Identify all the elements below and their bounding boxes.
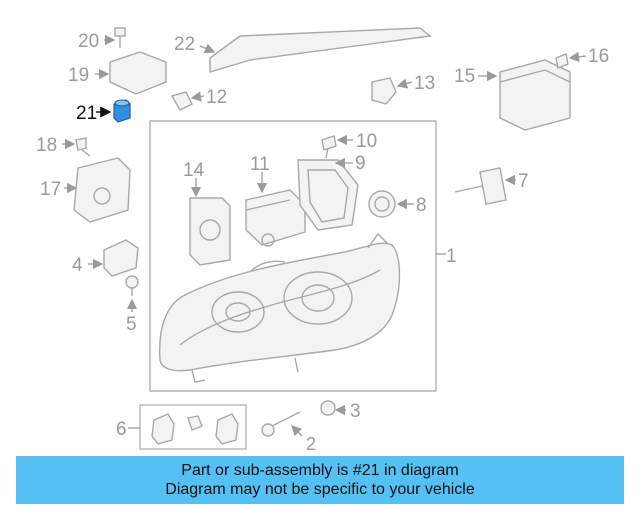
callout-10: 10 [356, 131, 377, 152]
callout-21: 21 [76, 103, 97, 124]
callout-18: 18 [36, 135, 57, 156]
part-10-screw [321, 134, 353, 159]
headlamp-housing [158, 242, 401, 372]
callout-8: 8 [416, 195, 427, 216]
part-8-cap [368, 190, 414, 218]
callout-3: 3 [350, 401, 361, 422]
callout-12: 12 [206, 87, 227, 108]
callout-11: 11 [250, 154, 270, 175]
callout-19: 19 [68, 65, 89, 86]
assembly-frame [149, 120, 437, 392]
part-6-kit [128, 404, 247, 450]
part-12-cap [170, 91, 205, 111]
callout-1: 1 [446, 246, 457, 267]
part-15-ballast [478, 59, 571, 131]
callout-20: 20 [78, 31, 99, 52]
part-16-screw [555, 51, 587, 69]
callout-5: 5 [126, 314, 137, 335]
part-19-module [95, 51, 167, 95]
part-18-screw [62, 137, 91, 157]
banner-line-2: Diagram may not be specific to your vehi… [165, 481, 475, 498]
callout-22: 22 [174, 34, 195, 55]
part-7-bulb [454, 167, 516, 205]
callout-14: 14 [183, 160, 205, 181]
callout-4: 4 [72, 255, 83, 276]
part-13-bulb [371, 77, 413, 105]
callout-16: 16 [588, 46, 609, 67]
callout-15: 15 [454, 66, 475, 87]
part-20-screw [104, 27, 126, 48]
headlamp-assembly-group [149, 120, 446, 392]
banner-line-1: Part or sub-assembly is #21 in diagram [181, 462, 459, 479]
callout-13: 13 [414, 73, 435, 94]
info-banner: Part or sub-assembly is #21 in diagram D… [16, 456, 624, 504]
part-21-clip[interactable] [96, 99, 131, 123]
part-17-bracket [64, 157, 131, 223]
callout-6: 6 [116, 419, 127, 440]
callout-9: 9 [355, 153, 366, 174]
part-5-screw [125, 275, 139, 312]
callout-labels: 1 2 3 4 5 6 7 8 9 10 11 12 13 14 15 16 1… [36, 31, 609, 450]
part-11-motor [245, 172, 306, 247]
callout-2: 2 [306, 434, 316, 450]
part-3-nut [320, 400, 346, 416]
callout-7: 7 [518, 171, 529, 192]
part-4-bracket [88, 239, 139, 277]
callout-17: 17 [40, 179, 61, 200]
part-9-bracket [297, 157, 359, 231]
parts-diagram: 1 2 3 4 5 6 7 8 9 10 11 12 13 14 15 16 1… [36, 27, 609, 450]
part-2-bolt [261, 411, 303, 437]
part-14-shield [189, 178, 231, 266]
part-22-trim [199, 27, 432, 73]
